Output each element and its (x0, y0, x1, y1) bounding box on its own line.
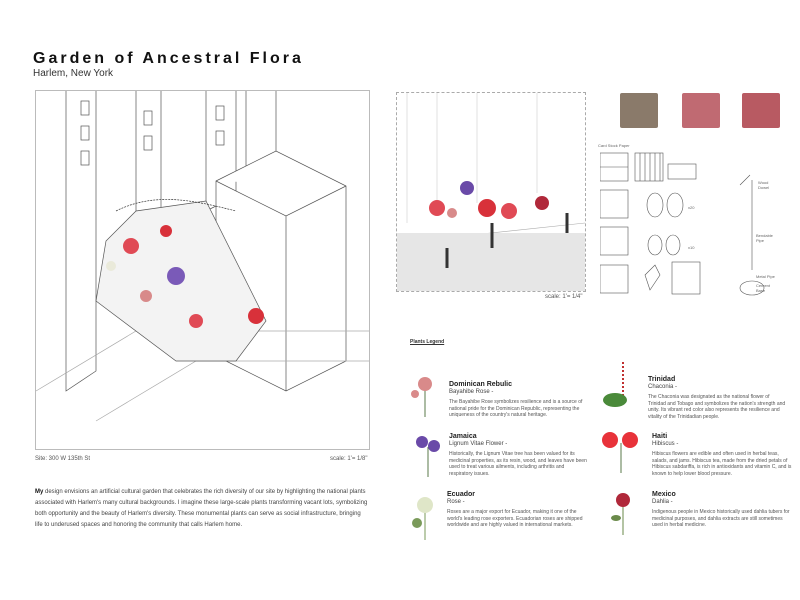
model-photo (742, 93, 780, 128)
project-description: My design envisions an artificial cultur… (35, 487, 370, 531)
legend-description: The Bayahibe Rose symbolizes resilience … (449, 399, 583, 418)
legend-country: Trinidad (648, 376, 676, 383)
description-text: design envisions an artificial cultural … (35, 489, 368, 528)
legend-country: Haiti (652, 433, 668, 440)
model-components-diagram (599, 150, 780, 305)
cement-base-label: Cement Base (756, 283, 771, 293)
axonometric-drawing (35, 90, 370, 450)
legend-plant: Lignum Vitae Flower - (449, 441, 508, 447)
plants-legend-title: Plants Legend (410, 339, 445, 345)
legend-description: The Chaconia was designated as the natio… (648, 394, 786, 420)
legend-description: Historically, the Lignum Vitae tree has … (449, 451, 587, 477)
x10-label: x10 (688, 245, 695, 250)
legend-plant: Chaconia - (648, 384, 678, 390)
legend-plant: Dahlia - (652, 499, 673, 505)
page-subtitle: Harlem, New York (33, 68, 114, 79)
flower-image (405, 372, 445, 417)
flower-image (596, 428, 638, 473)
legend-plant: Hibiscus - (652, 441, 679, 447)
axon-scale: scale: 1'= 1/8" (330, 456, 368, 462)
flower-image (405, 495, 445, 540)
legend-country: Dominican Rebulic (449, 381, 513, 388)
legend-country: Jamaica (449, 433, 477, 440)
description-lead: My (35, 489, 44, 495)
perspective-drawing (396, 92, 586, 292)
bendable-pipe-label: Bendable Pipe (756, 233, 773, 243)
legend-country: Ecuador (447, 491, 476, 498)
page-title: Garden of Ancestral Flora (33, 50, 304, 67)
model-photo (620, 93, 658, 128)
flower-image (595, 362, 635, 407)
legend-description: Hibiscus flowers are edible and often us… (652, 451, 792, 477)
wood-dowel-label: Wood Dowel (758, 180, 770, 190)
legend-plant: Bayahibe Rose - (449, 389, 494, 395)
legend-country: Mexico (652, 491, 676, 498)
model-photo (682, 93, 720, 128)
legend-description: Indigenous people in Mexico historically… (652, 509, 790, 528)
legend-plant: Rose - (447, 499, 465, 505)
metal-pipe-label: Metal Pipe (756, 274, 775, 279)
x20-label: x20 (688, 205, 695, 210)
flower-image (603, 490, 643, 535)
flower-image (408, 432, 448, 477)
legend-description: Roses are a major export for Ecuador, ma… (447, 509, 583, 528)
perspective-scale: scale: 1'= 1/4" (545, 294, 583, 300)
card-stock-label: Card Stock Paper (598, 143, 630, 148)
site-address: Site: 300 W 135th St (35, 456, 91, 462)
